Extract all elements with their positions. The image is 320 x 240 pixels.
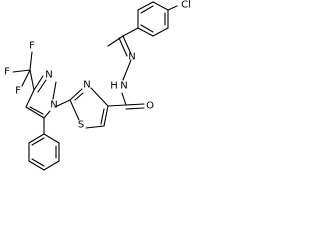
atom-s-thiazole-label: S [78, 120, 84, 131]
atom-n-hydrazone-label: N [128, 52, 135, 63]
atom-cl-label: Cl [181, 0, 191, 11]
atom-n-hydrazide-label: N [120, 81, 127, 92]
atom-n-pyrazole-2-label: N [45, 70, 52, 81]
molecule-structure: Cl N N H O N S N N F F F [4, 0, 191, 171]
atom-oxygen-label: O [146, 101, 154, 112]
thiazole-ring [69, 87, 109, 129]
pyrazole-ring [25, 75, 57, 119]
c-n-double-bond [118, 35, 132, 57]
c-f-bottom-bond [21, 69, 31, 87]
nh-to-carbonyl-bond [121, 92, 127, 106]
atom-f-left-label: F [4, 67, 10, 78]
c-f-left-bond [12, 69, 31, 73]
c-f-top-bond [29, 51, 33, 71]
n-n-bond [122, 59, 132, 81]
c-cl-bond [167, 5, 178, 11]
pyrazole-to-cf3-bond [29, 69, 35, 91]
atom-h-hydrazide-label: H [110, 81, 118, 92]
phenyl-ring [28, 133, 60, 171]
c-o-double-bond [125, 103, 145, 110]
chlorophenyl-ring [137, 1, 169, 37]
thiazole-to-pyrazole-bond [54, 99, 71, 108]
carbonyl-to-thiazole-bond [107, 104, 127, 107]
atom-n-pyrazole-1-label: N [50, 100, 57, 111]
methyl-bond [107, 35, 124, 47]
aryl-to-imine-carbon-bond [122, 27, 139, 37]
atom-f-top-label: F [29, 41, 35, 52]
atom-f-bottom-label: F [15, 86, 21, 97]
atom-n-thiazole-label: N [83, 80, 90, 91]
